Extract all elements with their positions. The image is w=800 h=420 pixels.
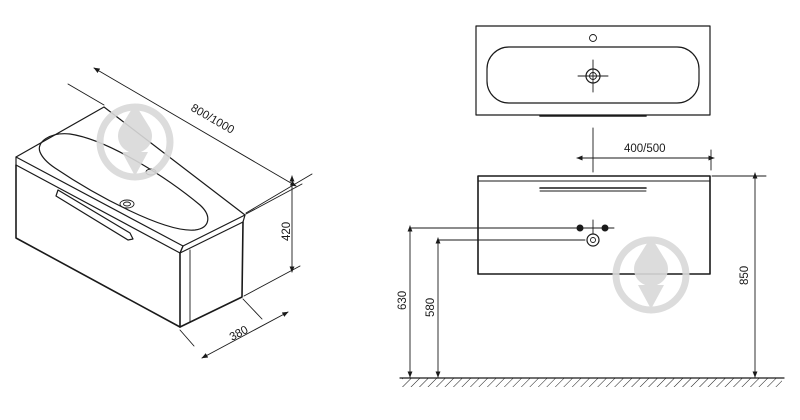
isometric-view: 800/1000 420 380 <box>15 67 313 359</box>
iso-basin <box>38 133 209 231</box>
front-total-height-label: 850 <box>739 266 751 285</box>
iso-depth-ext-2 <box>242 298 263 320</box>
iso-width-dimension-line <box>93 67 297 187</box>
top-view-basin <box>486 46 700 104</box>
top-view-outline <box>475 25 711 116</box>
iso-cabinet-side <box>179 221 244 328</box>
iso-depth-label: 380 <box>228 324 251 344</box>
iso-height-label: 420 <box>281 222 293 241</box>
iso-width-ext-1 <box>67 83 105 106</box>
iso-depth-dimension-line <box>201 311 289 359</box>
droplet-logo-watermark-left <box>96 103 174 181</box>
floor-hatching <box>402 378 782 387</box>
iso-width-ext-2 <box>245 173 313 214</box>
iso-height-ext-1 <box>245 183 303 215</box>
front-drain-outer <box>586 233 600 247</box>
front-offset-label: 400/500 <box>624 143 666 155</box>
iso-drawer-handle <box>55 189 134 241</box>
front-outlet-height-label: 630 <box>397 291 409 310</box>
droplet-logo-watermark-right <box>612 236 690 314</box>
iso-width-label: 800/1000 <box>189 102 237 136</box>
front-view: 400/500 850 630 580 <box>397 127 785 387</box>
front-drain-inner <box>590 237 596 243</box>
top-view <box>475 25 711 117</box>
iso-cabinet-front <box>15 164 181 328</box>
front-drain-height-label: 580 <box>425 298 437 317</box>
top-view-tap-hole <box>589 34 597 42</box>
iso-countertop-side-edge <box>179 214 246 254</box>
front-cabinet-outline <box>477 175 711 275</box>
iso-drain <box>119 199 135 209</box>
iso-depth-ext-1 <box>179 329 195 347</box>
iso-drain-inner <box>123 201 131 207</box>
